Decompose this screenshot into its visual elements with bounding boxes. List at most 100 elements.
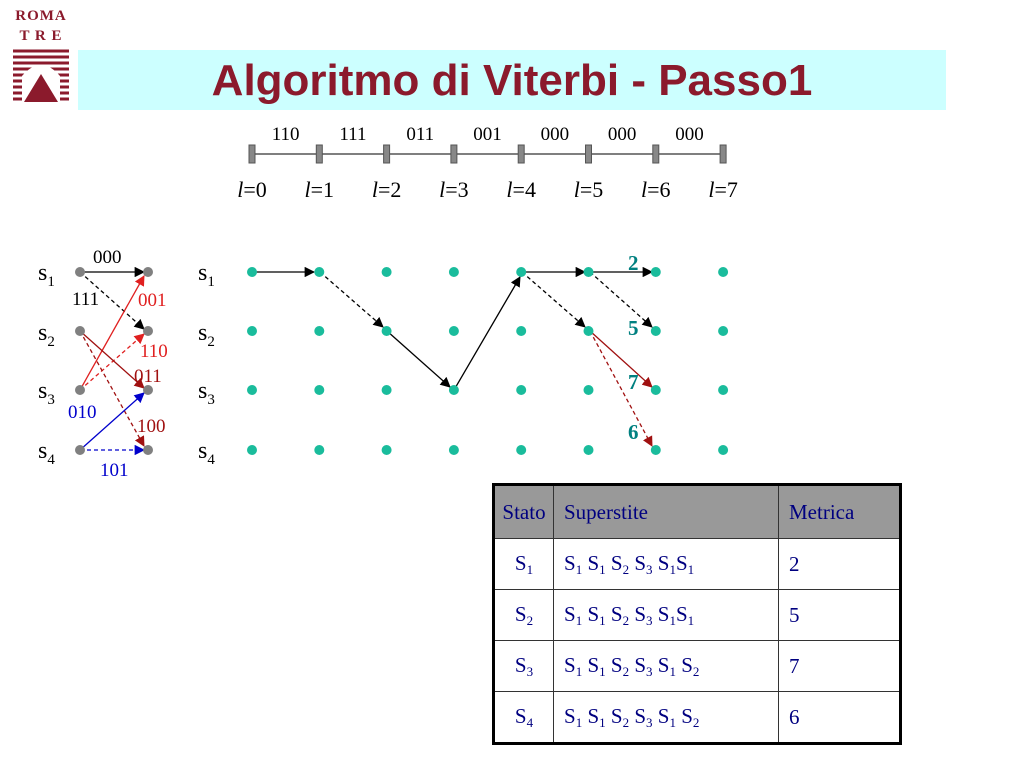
trellis-node bbox=[314, 445, 325, 455]
trellis-node bbox=[650, 385, 661, 395]
roma-tre-logo: ROMA T R E bbox=[8, 6, 74, 116]
state-diagram: s1 s2 s3 s4 000 111 001 110 011 100 010 … bbox=[38, 247, 168, 481]
timeline-tick bbox=[585, 144, 592, 164]
cell-stato: S4 bbox=[493, 691, 554, 744]
sd-edge-s2-s4 bbox=[79, 330, 145, 447]
trellis-node bbox=[650, 267, 661, 277]
trellis-node bbox=[247, 445, 257, 455]
sd-node-s1-right bbox=[143, 267, 153, 277]
trellis-node bbox=[314, 385, 325, 395]
trellis-edge-l5-s2-s4 bbox=[589, 330, 653, 447]
sd-label-011: 011 bbox=[134, 366, 162, 387]
sd-label-110: 110 bbox=[140, 341, 168, 362]
sd-node-s2-right bbox=[143, 326, 153, 336]
timeline-code-label: 110 bbox=[272, 124, 300, 145]
timeline-step-label: l=3 bbox=[439, 177, 469, 202]
trellis-edge-l5-s1-s2 bbox=[589, 271, 653, 328]
trellis-node bbox=[448, 445, 459, 455]
timeline-tick bbox=[719, 144, 727, 164]
timeline-code-label: 111 bbox=[339, 124, 366, 145]
trellis-node bbox=[247, 385, 257, 395]
trellis-node bbox=[718, 267, 729, 277]
cell-metrica: 6 bbox=[778, 691, 901, 744]
trellis-edge-l5-s2-s3 bbox=[589, 330, 653, 388]
cell-stato: S1 bbox=[493, 538, 554, 590]
sd-edge-s3-s1 bbox=[79, 275, 145, 391]
trellis-node bbox=[583, 445, 594, 455]
sd-edge-s4-s3 bbox=[79, 392, 145, 451]
sd-node-s3-left bbox=[75, 385, 85, 395]
trellis-node bbox=[650, 326, 661, 336]
metric-s3: 7 bbox=[628, 370, 639, 394]
timeline-code-label: 001 bbox=[473, 124, 502, 145]
trellis-node bbox=[583, 385, 594, 395]
sd-state-label-4: s4 bbox=[38, 438, 55, 468]
sd-node-s4-left bbox=[75, 445, 85, 455]
cell-metrica: 7 bbox=[778, 640, 901, 692]
header-metrica: Metrica bbox=[778, 484, 901, 539]
trellis-node bbox=[448, 326, 459, 336]
timeline-code-label: 011 bbox=[406, 124, 434, 145]
cell-metrica: 5 bbox=[778, 589, 901, 641]
timeline-tick bbox=[248, 144, 256, 164]
trellis-node bbox=[718, 326, 729, 336]
metric-s4: 6 bbox=[628, 420, 639, 444]
table-header-row: Stato Superstite Metrica bbox=[493, 484, 901, 539]
sd-edge-s3-s2 bbox=[79, 333, 145, 391]
trellis-node bbox=[247, 326, 257, 336]
trellis-node bbox=[516, 445, 527, 455]
trellis-node bbox=[718, 385, 729, 395]
timeline-step-label: l=1 bbox=[305, 177, 335, 202]
trellis-state-label-4: s4 bbox=[198, 438, 215, 468]
timeline-code-label: 000 bbox=[608, 124, 637, 145]
sd-state-label-2: s2 bbox=[38, 320, 55, 350]
trellis: s1 s2 s3 s4 2 5 7 6 bbox=[198, 251, 729, 468]
sd-label-100: 100 bbox=[137, 416, 166, 437]
trellis-edge-l4-s1-s2 bbox=[521, 271, 586, 328]
cell-metrica: 2 bbox=[778, 538, 901, 590]
timeline-step-label: l=7 bbox=[708, 177, 738, 202]
trellis-node bbox=[448, 385, 459, 395]
cell-superstite: S1 S1 S2 S3 S1S1 bbox=[553, 538, 779, 590]
page-title: Algoritmo di Viterbi - Passo1 bbox=[211, 56, 813, 105]
logo-emblem-icon bbox=[13, 49, 69, 102]
sd-state-label-3: s3 bbox=[38, 378, 55, 408]
cell-superstite: S1 S1 S2 S3 S1S1 bbox=[553, 589, 779, 641]
sd-label-000: 000 bbox=[93, 247, 122, 268]
trellis-node bbox=[516, 385, 527, 395]
trellis-node bbox=[583, 267, 594, 277]
sd-node-s1-left bbox=[75, 267, 85, 277]
timeline-tick bbox=[383, 144, 391, 164]
trellis-node bbox=[381, 385, 392, 395]
trellis-state-label-2: s2 bbox=[198, 320, 215, 350]
sd-node-s4-right bbox=[143, 445, 153, 455]
header-superstite: Superstite bbox=[553, 484, 779, 539]
trellis-node bbox=[448, 267, 459, 277]
timeline-tick bbox=[652, 144, 660, 164]
trellis-state-label-3: s3 bbox=[198, 378, 215, 408]
cell-stato: S3 bbox=[493, 640, 554, 692]
metric-s1: 2 bbox=[628, 251, 639, 275]
cell-superstite: S1 S1 S2 S3 S1 S2 bbox=[553, 640, 779, 692]
trellis-node bbox=[650, 445, 661, 455]
sd-state-label-1: s1 bbox=[38, 260, 55, 290]
timeline-step-label: l=5 bbox=[574, 177, 604, 202]
header-stato: Stato bbox=[493, 484, 554, 539]
timeline-tick bbox=[450, 144, 458, 164]
cell-stato: S2 bbox=[493, 589, 554, 641]
trellis-node bbox=[516, 267, 527, 277]
timeline-code-label: 000 bbox=[675, 124, 704, 145]
sd-label-010: 010 bbox=[68, 402, 97, 423]
sd-edge-s2-s3 bbox=[79, 330, 145, 389]
trellis-node bbox=[583, 326, 594, 336]
trellis-edge-l3-s3-s1 bbox=[453, 276, 521, 391]
trellis-edge-l1-s1-s2 bbox=[319, 271, 384, 328]
trellis-node bbox=[516, 326, 527, 336]
timeline-tick bbox=[315, 144, 323, 164]
trellis-node bbox=[314, 326, 325, 336]
